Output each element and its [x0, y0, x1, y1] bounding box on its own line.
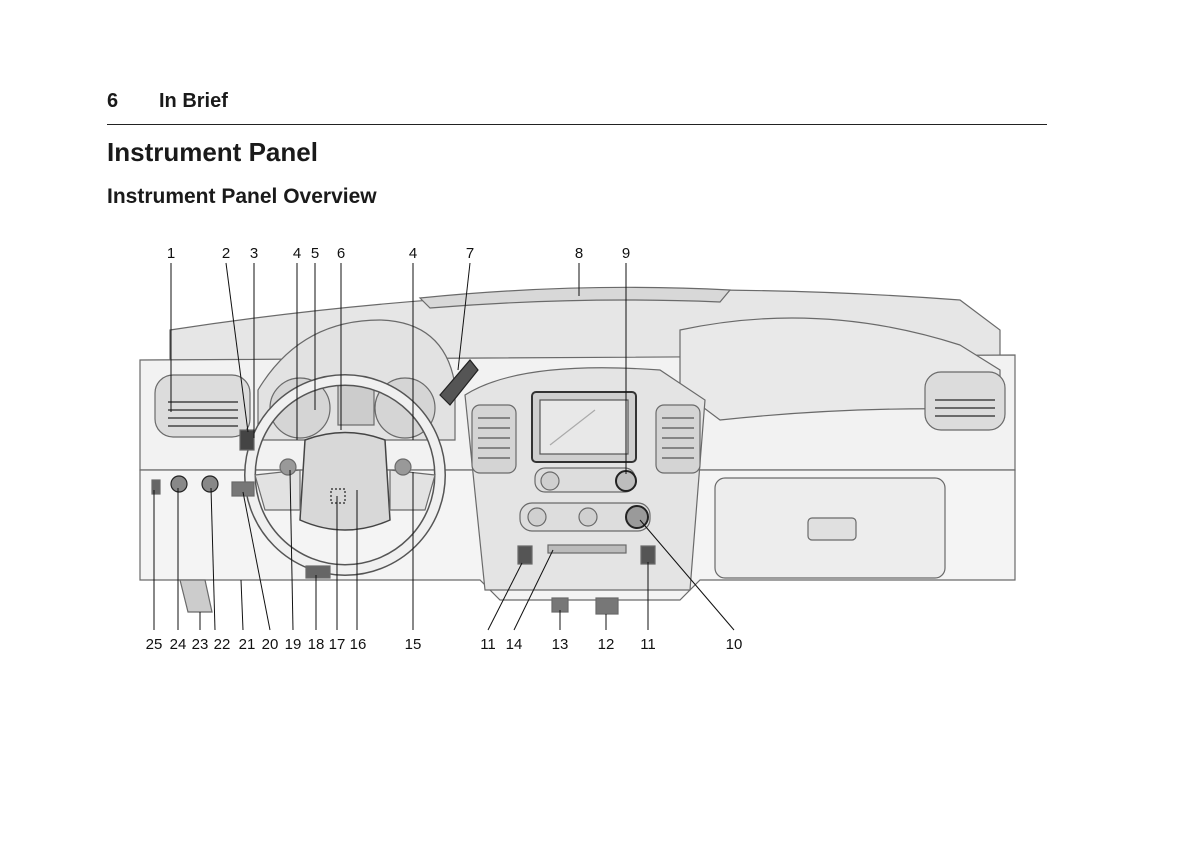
callout-2: 2 [222, 245, 230, 262]
callout-11b: 11 [640, 636, 656, 653]
page-subtitle: Instrument Panel Overview [107, 185, 377, 208]
callout-17: 17 [329, 636, 346, 653]
section-name: In Brief [159, 90, 228, 112]
callout-6: 6 [337, 245, 345, 262]
callout-8: 8 [575, 245, 583, 262]
callout-10: 10 [726, 636, 743, 653]
callout-9: 9 [622, 245, 630, 262]
dashboard-drawing: 1 2 3 4 5 6 4 7 8 9 25 24 23 22 21 20 19… [139, 245, 1016, 653]
callout-1: 1 [167, 245, 175, 262]
callout-22: 22 [214, 636, 231, 653]
callout-14: 14 [506, 636, 523, 653]
callout-11: 11 [480, 636, 496, 653]
page-header: 6 In Brief [107, 90, 1047, 125]
callout-18: 18 [308, 636, 325, 653]
page-title: Instrument Panel [107, 137, 318, 167]
callout-19: 19 [285, 636, 302, 653]
callout-4b: 4 [409, 245, 417, 262]
callout-21: 21 [239, 636, 256, 653]
callout-24: 24 [170, 636, 187, 653]
callout-23: 23 [192, 636, 209, 653]
callout-20: 20 [262, 636, 279, 653]
callout-25: 25 [146, 636, 163, 653]
callout-3: 3 [250, 245, 258, 262]
callout-4: 4 [293, 245, 301, 262]
callout-12: 12 [598, 636, 615, 653]
callout-5: 5 [311, 245, 319, 262]
instrument-panel-illustration: 1 2 3 4 5 6 4 7 8 9 25 24 23 22 21 20 19… [0, 235, 1200, 665]
callout-16: 16 [350, 636, 367, 653]
callout-13: 13 [552, 636, 569, 653]
callout-7: 7 [466, 245, 474, 262]
callout-15: 15 [405, 636, 422, 653]
page-number: 6 [107, 90, 119, 112]
